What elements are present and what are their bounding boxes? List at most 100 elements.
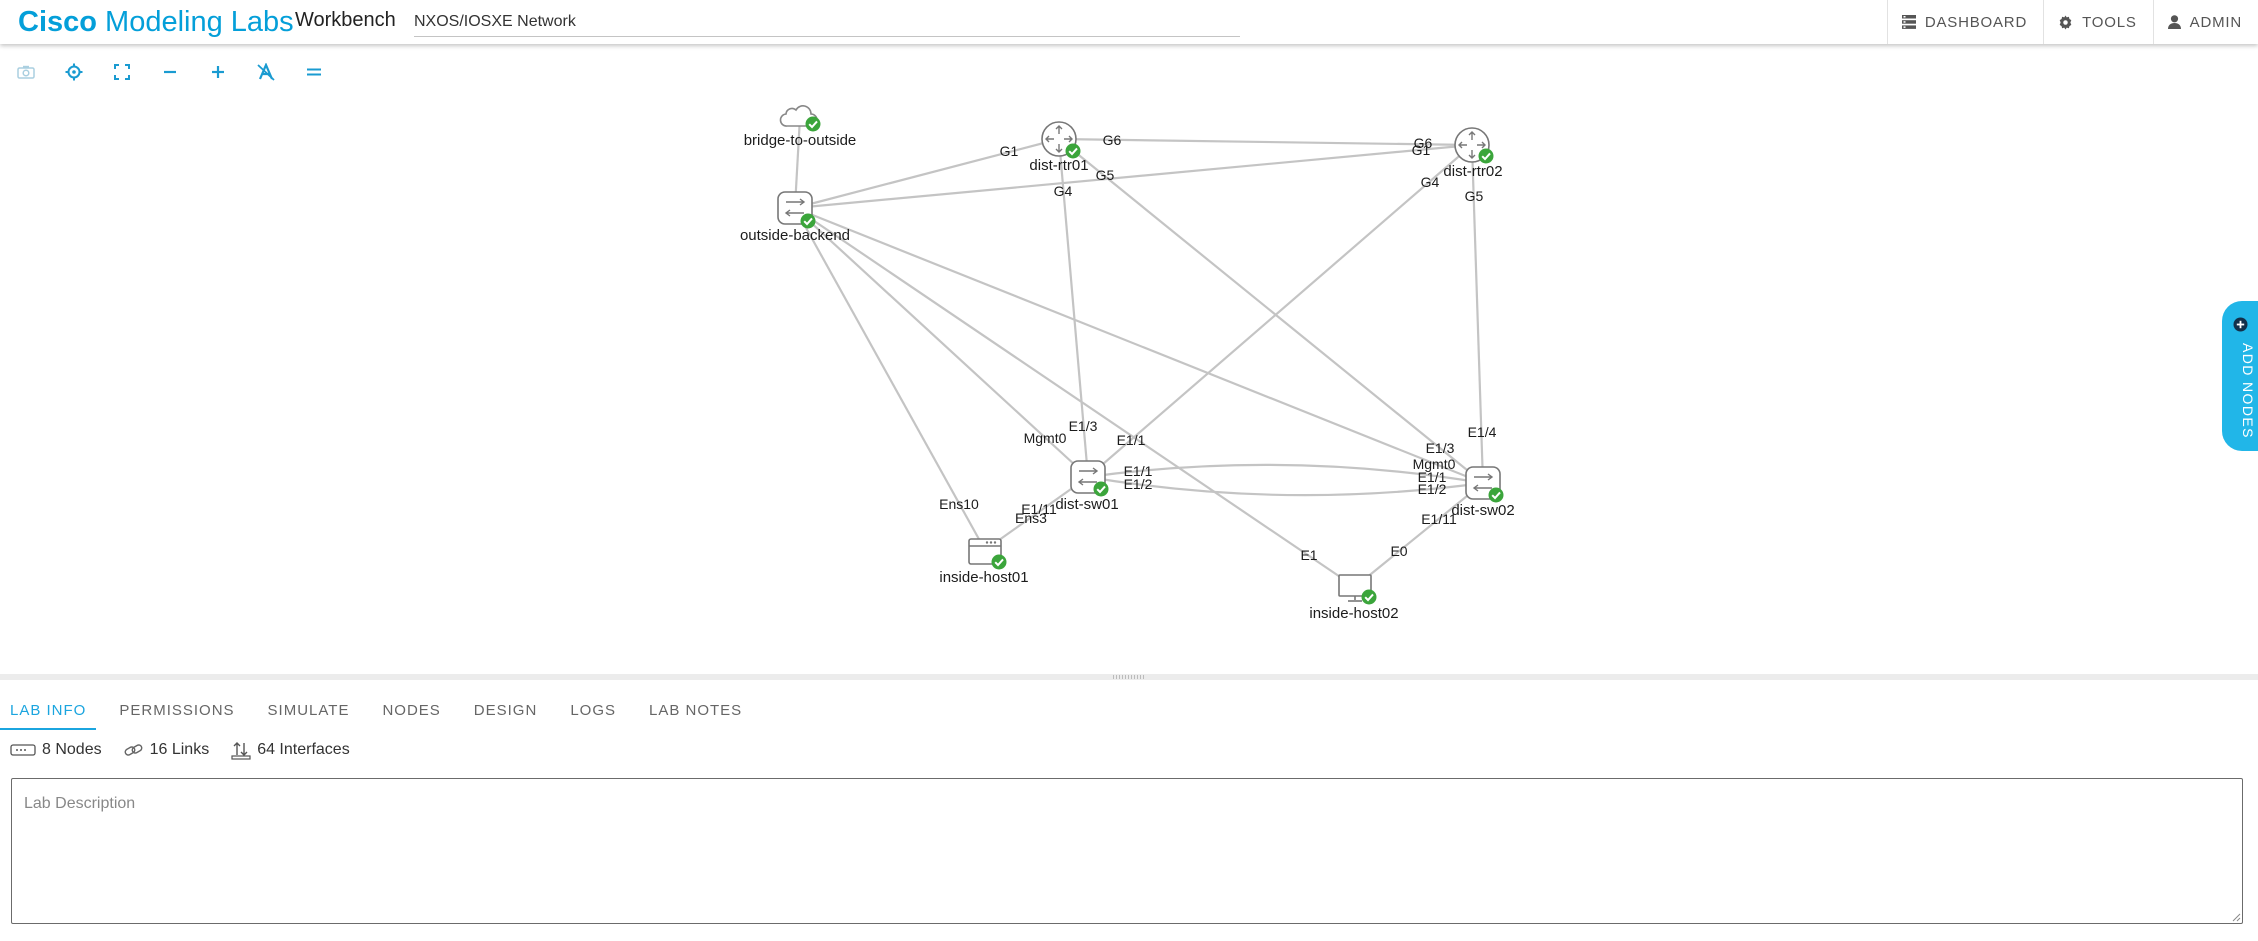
tab-permissions[interactable]: PERMISSIONS bbox=[119, 701, 235, 719]
admin-label: ADMIN bbox=[2189, 13, 2242, 31]
zoom-out-icon bbox=[164, 70, 176, 74]
add-circle-icon bbox=[2233, 317, 2248, 332]
node-inside-host01[interactable]: inside-host01 bbox=[939, 538, 1029, 586]
nodes-count: 8 Nodes bbox=[42, 741, 102, 758]
interface-label: G6 bbox=[1414, 135, 1433, 151]
node-label: inside-host02 bbox=[1309, 605, 1398, 622]
panel-splitter[interactable] bbox=[0, 674, 2258, 680]
interface-label: E1/11 bbox=[1421, 511, 1457, 527]
dashboard-button[interactable]: DASHBOARD bbox=[1886, 0, 2043, 44]
interface-label: G5 bbox=[1465, 188, 1484, 204]
switch-arrows-icon bbox=[784, 198, 806, 217]
link[interactable] bbox=[1087, 144, 1473, 478]
node-outside-backend[interactable]: outside-backend bbox=[740, 191, 850, 244]
link[interactable] bbox=[794, 207, 986, 551]
menu-icon bbox=[307, 68, 321, 76]
node-dist-rtr02[interactable]: dist-rtr02 bbox=[1443, 127, 1503, 180]
center-view-button[interactable] bbox=[59, 57, 89, 87]
interface-label: E1/1 bbox=[1418, 469, 1447, 485]
node-dist-sw01[interactable]: dist-sw01 bbox=[1055, 460, 1119, 513]
label-toggle-icon bbox=[257, 63, 275, 81]
link[interactable] bbox=[1058, 137, 1473, 147]
status-ok-icon bbox=[1487, 486, 1505, 504]
interface-label: E1 bbox=[1300, 547, 1317, 563]
lab-stats: 8 Nodes 16 Links 64 Interfaces bbox=[10, 740, 372, 760]
menu-button[interactable] bbox=[299, 57, 329, 87]
dashboard-label: DASHBOARD bbox=[1924, 13, 2028, 31]
topology-canvas[interactable]: G1 G6 G5 G4 G6 G1 G4 G5 E1/3 E1/1 Mgmt0 … bbox=[0, 44, 2258, 674]
link[interactable] bbox=[794, 206, 1484, 485]
screenshot-button[interactable] bbox=[11, 57, 41, 87]
router-arrows-icon bbox=[1458, 131, 1486, 159]
link[interactable] bbox=[794, 207, 1089, 478]
link[interactable] bbox=[1058, 138, 1484, 484]
tab-lab-info[interactable]: LAB INFO bbox=[0, 690, 97, 730]
zoom-out-button[interactable] bbox=[155, 57, 185, 87]
tab-simulate[interactable]: SIMULATE bbox=[267, 701, 350, 719]
interface-label: E1/2 bbox=[1418, 481, 1447, 497]
interface-label: E1/3 bbox=[1069, 418, 1098, 434]
tools-label: TOOLS bbox=[2082, 13, 2137, 31]
drag-handle-icon[interactable] bbox=[1113, 675, 1145, 679]
gear-icon bbox=[2059, 14, 2072, 30]
fit-to-screen-button[interactable] bbox=[107, 57, 137, 87]
link[interactable] bbox=[984, 476, 1089, 551]
interface-label: E1/1 bbox=[1117, 432, 1146, 448]
link[interactable] bbox=[794, 143, 1473, 210]
tab-lab-notes[interactable]: LAB NOTES bbox=[649, 701, 743, 719]
link[interactable] bbox=[794, 137, 1060, 210]
interface-label: G4 bbox=[1054, 183, 1073, 199]
node-bridge-to-outside[interactable]: bridge-to-outside bbox=[744, 105, 857, 149]
status-ok-icon bbox=[1360, 588, 1378, 606]
zoom-in-button[interactable] bbox=[203, 57, 233, 87]
add-nodes-button[interactable]: ADD NODES bbox=[2222, 301, 2258, 451]
tab-nodes[interactable]: NODES bbox=[382, 701, 441, 719]
interfaces-stat: 64 Interfaces bbox=[231, 740, 350, 760]
tab-design[interactable]: DESIGN bbox=[473, 701, 538, 719]
link[interactable] bbox=[1087, 475, 1484, 497]
interface-label: E1/4 bbox=[1468, 424, 1497, 440]
node-dist-sw02[interactable]: dist-sw02 bbox=[1451, 466, 1515, 519]
link[interactable] bbox=[1470, 144, 1485, 484]
status-ok-icon bbox=[1477, 147, 1495, 165]
interfaces-count: 64 Interfaces bbox=[257, 741, 350, 758]
interface-label: Ens10 bbox=[939, 496, 979, 512]
admin-button[interactable]: ADMIN bbox=[2152, 0, 2258, 44]
interface-label: Ens3 bbox=[1015, 510, 1047, 526]
crosshair-icon bbox=[65, 63, 83, 81]
lab-description-input[interactable] bbox=[11, 778, 2243, 924]
link[interactable] bbox=[1354, 482, 1484, 588]
status-ok-icon bbox=[990, 553, 1008, 571]
interface-label: E1/1 bbox=[1124, 463, 1153, 479]
resize-handle-icon[interactable] bbox=[2231, 912, 2241, 922]
interface-label: E0 bbox=[1390, 543, 1407, 559]
interface-label: G1 bbox=[1000, 143, 1019, 159]
node-label: dist-sw02 bbox=[1451, 502, 1514, 519]
node-inside-host02[interactable]: inside-host02 bbox=[1309, 574, 1399, 622]
interface-label: G5 bbox=[1096, 167, 1115, 183]
brand-primary: Cisco bbox=[18, 6, 97, 38]
lab-name-input[interactable] bbox=[414, 8, 1240, 37]
add-nodes-label: ADD NODES bbox=[2240, 343, 2256, 439]
link[interactable] bbox=[1057, 138, 1090, 478]
node-label: dist-rtr02 bbox=[1443, 163, 1502, 180]
tools-button[interactable]: TOOLS bbox=[2043, 0, 2153, 44]
header-nav: DASHBOARD TOOLS ADMIN bbox=[1886, 0, 2258, 44]
interface-label: E1/2 bbox=[1124, 476, 1153, 492]
link[interactable] bbox=[1087, 463, 1484, 485]
interface-label: E1/11 bbox=[1021, 501, 1057, 517]
brand-secondary: Modeling Labs bbox=[105, 6, 294, 38]
link[interactable] bbox=[794, 207, 1356, 588]
toggle-labels-button[interactable] bbox=[251, 57, 281, 87]
links-stat: 16 Links bbox=[124, 741, 209, 759]
tab-logs[interactable]: LOGS bbox=[570, 701, 616, 719]
interface-label: E1/3 bbox=[1426, 440, 1455, 456]
app-logo[interactable]: Cisco Modeling Labs bbox=[18, 6, 294, 38]
workspace-title: Workbench bbox=[295, 9, 396, 31]
node-label: dist-rtr01 bbox=[1029, 157, 1088, 174]
node-dist-rtr01[interactable]: dist-rtr01 bbox=[1029, 121, 1089, 174]
switch-arrows-icon bbox=[1077, 467, 1099, 486]
fit-screen-icon bbox=[114, 64, 130, 80]
nodes-stat: 8 Nodes bbox=[10, 741, 102, 759]
topology-graph[interactable]: G1 G6 G5 G4 G6 G1 G4 G5 E1/3 E1/1 Mgmt0 … bbox=[0, 44, 2258, 674]
